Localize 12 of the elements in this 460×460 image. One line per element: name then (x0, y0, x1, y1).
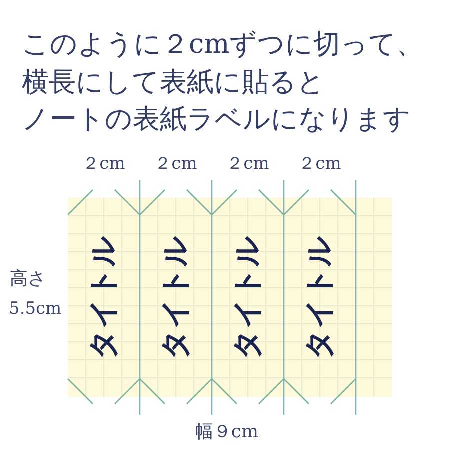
dimension-label: 高さ (10, 270, 46, 290)
dimension-label: 幅９cm (195, 422, 259, 444)
label-text: タイトル (89, 236, 119, 360)
dimension-label: ２cm (226, 155, 270, 175)
label-text: タイトル (305, 236, 335, 360)
dimension-label: ２cm (154, 155, 198, 175)
label-text: タイトル (161, 236, 191, 360)
dimension-label: 5.5cm (9, 300, 62, 320)
heading-text: このように２cmずつに切って、横長にして表紙に貼るとノートの表紙ラベルになります (22, 28, 425, 137)
dimension-label: ２cm (298, 155, 342, 175)
label-text: タイトル (233, 236, 263, 360)
dimension-label: ２cm (82, 155, 126, 175)
